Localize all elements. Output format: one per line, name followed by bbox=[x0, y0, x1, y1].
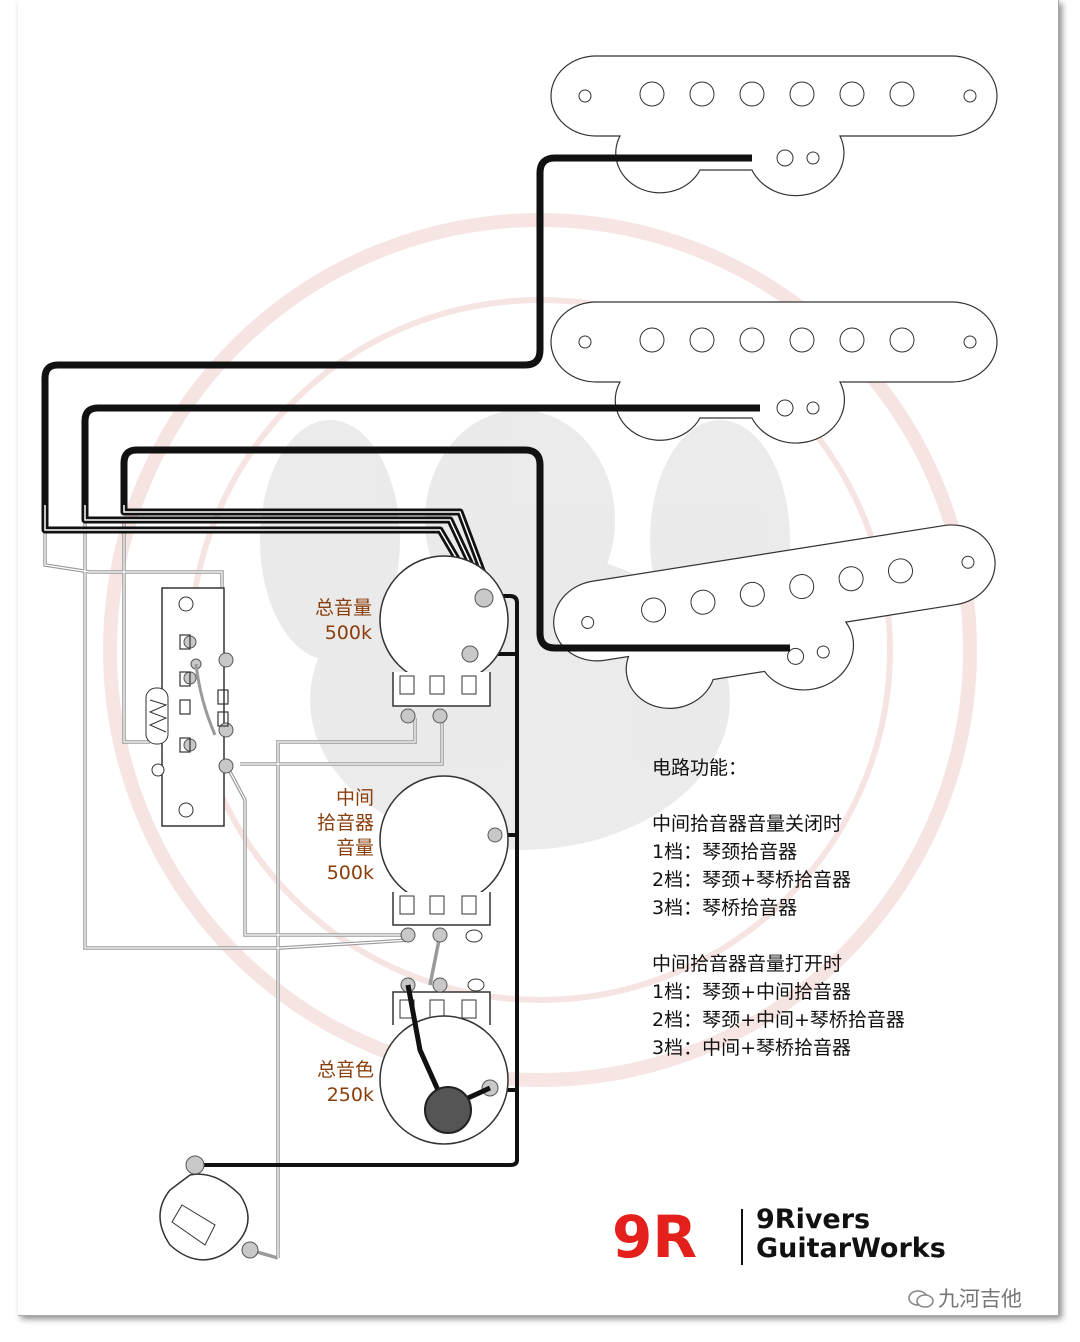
circuit-function: 电路功能： 中间拾音器音量关闭时 1档：琴颈拾音器 2档：琴颈+琴桥拾音器 3档… bbox=[652, 754, 905, 1062]
brand-line-1: 9Rivers bbox=[756, 1204, 871, 1235]
middle-volume-pot bbox=[379, 775, 509, 943]
circuit-title: 电路功能： bbox=[652, 757, 748, 779]
group-heading: 中间拾音器音量打开时 bbox=[652, 953, 843, 975]
logo-mark: 9R bbox=[612, 1205, 697, 1267]
brand-name: 9Rivers GuitarWorks bbox=[756, 1205, 946, 1263]
middle-volume-name-2: 拾音器 bbox=[316, 812, 374, 834]
master-volume-value: 500k bbox=[324, 622, 372, 644]
middle-volume-name-3: 音量 bbox=[335, 837, 374, 859]
switch-position: 2档：琴颈+琴桥拾音器 bbox=[652, 869, 852, 891]
middle-volume-value: 500k bbox=[326, 862, 374, 884]
neck-pickup bbox=[550, 55, 998, 197]
brand-logo: 9R bbox=[612, 1205, 743, 1267]
master-tone-name: 总音色 bbox=[316, 1059, 374, 1081]
master-volume-pot bbox=[379, 555, 509, 724]
switch-position: 3档：琴桥拾音器 bbox=[652, 897, 798, 919]
switch-position: 1档：琴颈拾音器 bbox=[652, 841, 798, 863]
brand-line-2: GuitarWorks bbox=[756, 1233, 946, 1264]
middle-volume-label: 中间 拾音器 音量 500k bbox=[290, 786, 374, 886]
tone-capacitor bbox=[424, 1086, 472, 1134]
master-tone-label: 总音色 250k bbox=[290, 1058, 374, 1108]
bridge-pickup bbox=[553, 524, 996, 709]
master-volume-name: 总音量 bbox=[314, 597, 372, 619]
ground-wires-inner bbox=[44, 520, 443, 1258]
master-volume-label: 总音量 500k bbox=[290, 596, 372, 646]
account-watermark: 九河吉他 bbox=[908, 1283, 1022, 1313]
group-heading: 中间拾音器音量关闭时 bbox=[652, 813, 843, 835]
switch-position: 1档：琴颈+中间拾音器 bbox=[652, 981, 852, 1003]
five-way-switch bbox=[145, 587, 234, 827]
master-tone-value: 250k bbox=[326, 1084, 374, 1106]
output-jack bbox=[159, 1155, 259, 1261]
wechat-icon bbox=[908, 1289, 934, 1309]
middle-pickup bbox=[550, 301, 998, 444]
middle-volume-name-1: 中间 bbox=[335, 787, 374, 809]
watermark-text: 九河吉他 bbox=[938, 1287, 1022, 1311]
master-tone-pot bbox=[379, 977, 509, 1145]
switch-position: 3档：中间+琴桥拾音器 bbox=[652, 1037, 852, 1059]
switch-position: 2档：琴颈+中间+琴桥拾音器 bbox=[652, 1009, 905, 1031]
